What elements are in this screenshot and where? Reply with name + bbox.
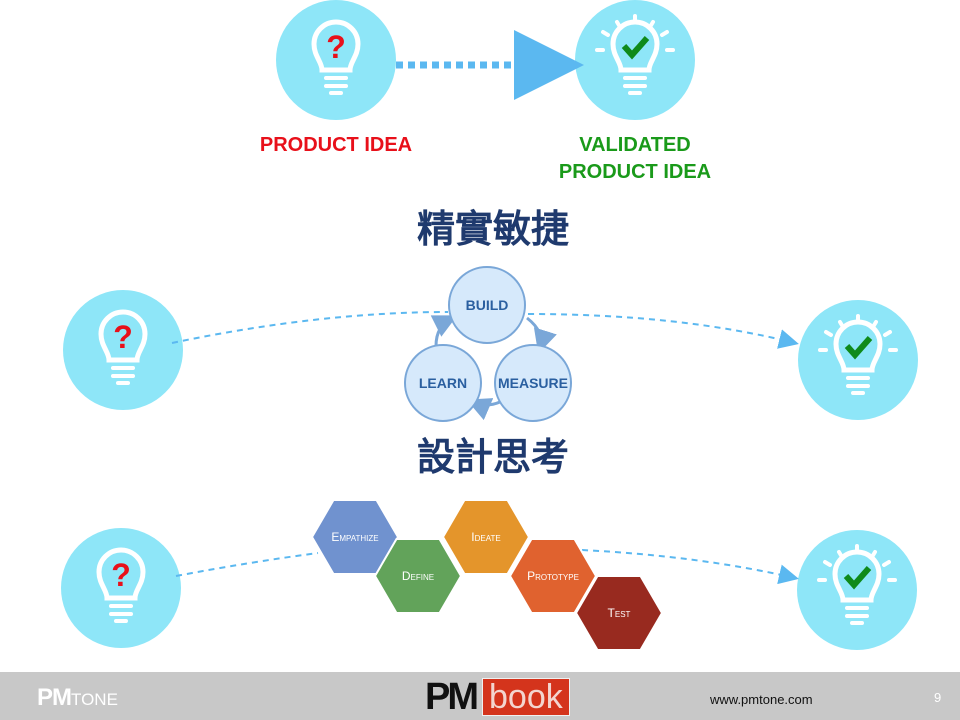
hex-label: Empathize: [331, 530, 378, 544]
hex-label: Ideate: [471, 530, 500, 544]
hex-step-ideate: Ideate: [441, 499, 531, 575]
hex-label: Test: [608, 606, 631, 620]
svg-text:MEASURE: MEASURE: [498, 375, 568, 391]
design-idea-bulb-icon: [61, 528, 181, 648]
hex-label: Define: [402, 569, 434, 583]
validated-label-1: VALIDATED: [579, 134, 690, 156]
hex-step-prototype: Prototype: [508, 538, 598, 614]
hex-label: Prototype: [527, 569, 579, 583]
product-idea-label: PRODUCT IDEA: [260, 134, 412, 156]
hex-step-test: Test: [574, 575, 664, 651]
page-number: 9: [934, 690, 942, 705]
learn-step: LEARN: [404, 344, 482, 422]
lean-arrow-out: [527, 313, 799, 349]
build-step: BUILD: [448, 266, 526, 344]
validated-label-2: PRODUCT IDEA: [559, 161, 711, 183]
svg-text:BUILD: BUILD: [466, 297, 509, 313]
product-idea-bulb-icon: [276, 0, 396, 120]
hex-step-empathize: Empathize: [310, 499, 400, 575]
lean-validated-bulb-icon: [798, 300, 918, 420]
pmtone-logo: PMTONE: [37, 684, 118, 711]
lean-idea-bulb-icon: [63, 290, 183, 410]
design-arrow-out: [581, 549, 799, 585]
lean-title: 精實敏捷: [417, 209, 569, 251]
design-title: 設計思考: [417, 437, 569, 479]
measure-step: MEASURE: [494, 344, 572, 422]
diagram: ? PRODUCT IDEA VALIDATED PRODUCT IDEA 精實…: [0, 0, 960, 672]
design-arrow-in: [175, 552, 319, 577]
lean-arrow-in: [171, 311, 449, 344]
website-url[interactable]: www.pmtone.com: [710, 692, 813, 707]
hex-step-define: Define: [373, 538, 463, 614]
design-validated-bulb-icon: [797, 530, 917, 650]
svg-text:LEARN: LEARN: [419, 375, 467, 391]
validated-idea-bulb-icon: [575, 0, 695, 120]
